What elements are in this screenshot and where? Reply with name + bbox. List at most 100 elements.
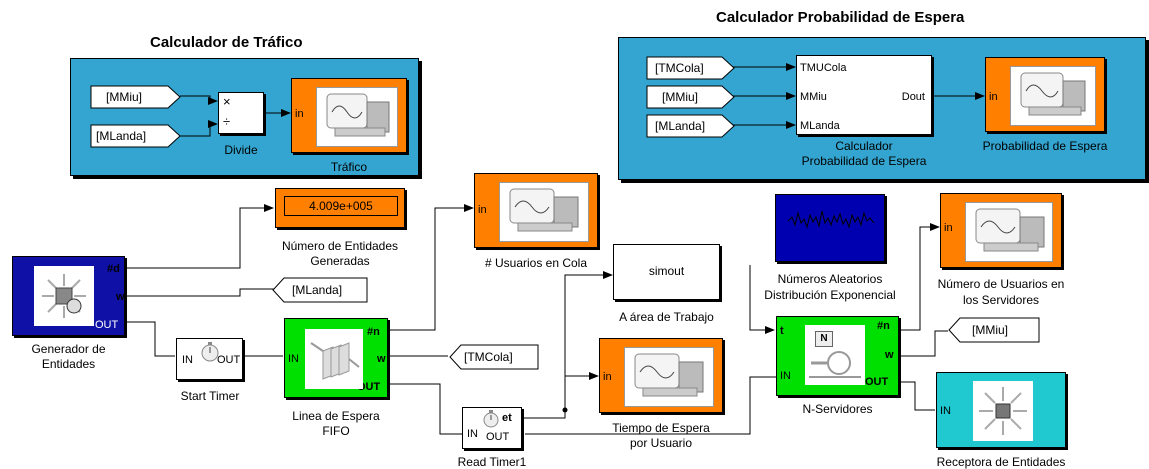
scope-icon (1010, 66, 1096, 126)
entity-generator-icon (34, 266, 94, 326)
subsystem-title-probabilidad: Calculador Probabilidad de Espera (716, 9, 965, 26)
random-numbers-label-1: Números Aleatorios (777, 272, 883, 286)
servidores-out-port: OUT (865, 376, 889, 388)
simout-block[interactable]: simout (613, 244, 720, 300)
mmiu-goto-label: [MMiu] (972, 323, 1008, 337)
fifo-label-1: Linea de Espera (292, 409, 380, 423)
generador-label-2: Entidades (41, 357, 96, 371)
read-timer-et-port: et (502, 412, 512, 424)
random-numbers-label-2: Distribución Exponencial (764, 288, 896, 302)
n-servidores-block[interactable]: t IN #n w OUT N (776, 316, 899, 396)
read-timer-label: Read Timer1 (457, 455, 527, 469)
generador-block[interactable]: #d w OUT (12, 256, 125, 336)
receptora-in-port: IN (940, 405, 951, 417)
simout-value: simout (648, 264, 685, 278)
usuarios-servidores-in-port: in (944, 222, 953, 234)
scope-icon (316, 87, 398, 147)
mlanda-from-label-1: [MLanda] (96, 129, 147, 143)
trafico-scope-block[interactable]: in (291, 78, 407, 153)
prob-scope-label: Probabilidad de Espera (982, 139, 1108, 153)
mlanda-goto-tag[interactable] (272, 277, 368, 303)
mmiu-from-label-2: [MMiu] (662, 90, 698, 104)
start-timer-out-port: OUT (217, 354, 241, 366)
fifo-label-2: FIFO (322, 424, 350, 438)
scope-icon (499, 182, 589, 242)
read-timer-in-port: IN (467, 428, 478, 440)
mlanda-from-tag-1[interactable] (90, 124, 182, 148)
usuarios-cola-label: # Usuarios en Cola (484, 256, 588, 270)
trafico-scope-in-port: in (295, 108, 304, 120)
random-signal-icon (787, 210, 875, 229)
usuarios-cola-in-port: in (478, 204, 487, 216)
start-timer-label: Start Timer (180, 389, 240, 403)
receptora-label: Receptora de Entidades (936, 455, 1066, 469)
tmucola-from-tag[interactable] (646, 56, 736, 80)
stopwatch-icon (201, 342, 219, 362)
mlanda-from-tag-2[interactable] (646, 114, 736, 138)
calculador-label-2: Probabilidad de Espera (801, 154, 927, 168)
fifo-n-port: #n (367, 326, 380, 338)
generador-port-w: w (116, 291, 125, 303)
generador-port-out: OUT (95, 319, 119, 331)
entity-sink-icon (973, 381, 1033, 441)
calculador-label-1: Calculador (835, 139, 893, 153)
mmiu-goto-tag[interactable] (948, 317, 1040, 343)
start-timer-in-port: IN (182, 354, 193, 366)
fifo-w-port: w (377, 353, 386, 365)
servidores-n-port: #n (877, 320, 890, 332)
start-timer-block[interactable]: IN OUT (176, 338, 243, 380)
mmiu-from-tag-2[interactable] (646, 85, 736, 109)
stopwatch-icon (483, 410, 499, 428)
read-timer-block[interactable]: IN et OUT (462, 407, 522, 449)
calculador-in-tmucola: TMUCola (800, 62, 847, 74)
divide-divide-port: ÷ (223, 114, 231, 129)
calculador-out-dout: Dout (901, 91, 925, 103)
tiempo-espera-scope-block[interactable]: in (599, 338, 723, 413)
usuarios-servidores-label-2: los Servidores (962, 293, 1040, 307)
queue-icon (305, 329, 363, 389)
servidores-in-port: IN (780, 370, 791, 382)
mmiu-from-label-1: [MMiu] (106, 90, 142, 104)
prob-scope-in-port: in (989, 91, 998, 103)
server-icon: N (805, 325, 865, 385)
divide-block[interactable]: × ÷ (218, 92, 264, 134)
simout-label: A área de Trabajo (619, 310, 714, 324)
scope-icon (624, 347, 714, 407)
mmiu-from-tag-1[interactable] (90, 85, 182, 109)
mlanda-from-label-2: [MLanda] (655, 119, 706, 133)
read-timer-out-port: OUT (486, 431, 510, 443)
generador-port-d: #d (107, 263, 120, 275)
usuarios-servidores-label-1: Número de Usuarios en (937, 277, 1065, 291)
divide-label: Divide (224, 143, 258, 157)
tiempo-espera-label-2: por Usuario (629, 436, 693, 450)
subsystem-title-trafico: Calculador de Tráfico (150, 34, 303, 51)
usuarios-servidores-scope-block[interactable]: in (940, 193, 1062, 268)
tiempo-espera-in-port: in (603, 371, 612, 383)
calculador-in-mlanda: MLanda (800, 120, 840, 132)
tiempo-espera-label-1: Tiempo de Espera (612, 421, 710, 435)
mlanda-goto-label: [MLanda] (292, 283, 343, 297)
random-numbers-block[interactable] (775, 194, 885, 262)
prob-scope-block[interactable]: in (985, 57, 1105, 132)
fifo-in-port: IN (288, 353, 299, 365)
trafico-scope-label: Tráfico (330, 160, 368, 174)
display-block[interactable]: 4.009e+005 (275, 188, 405, 228)
usuarios-cola-scope-block[interactable]: in (474, 173, 598, 248)
calculador-block[interactable]: TMUCola MMiu MLanda Dout (796, 55, 932, 135)
tmucola-from-label: [TMCola] (655, 61, 704, 75)
n-servidores-label: N-Servidores (802, 402, 873, 416)
fifo-block[interactable]: IN #n w OUT (284, 318, 388, 398)
display-value: 4.009e+005 (284, 196, 398, 216)
tmcola-goto-tag[interactable] (449, 344, 539, 370)
tmcola-goto-label: [TMCola] (464, 350, 513, 364)
divide-multiply-port: × (223, 94, 231, 109)
receptora-block[interactable]: IN (936, 372, 1066, 448)
scope-icon (965, 202, 1053, 262)
server-icon-n: N (815, 331, 833, 347)
calculador-in-mmiu: MMiu (800, 91, 827, 103)
display-label-1: Número de Entidades (281, 239, 399, 253)
servidores-w-port: w (885, 349, 894, 361)
generador-label-1: Generador de (31, 342, 106, 356)
servidores-t-port: t (780, 325, 784, 337)
